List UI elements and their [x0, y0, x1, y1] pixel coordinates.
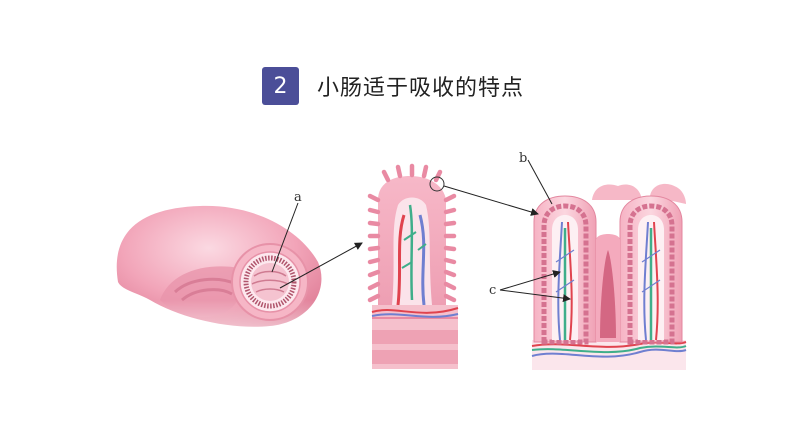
- section-number-badge: 2: [262, 67, 299, 105]
- mucosal-fold-illustration: [367, 163, 459, 369]
- label-a: a: [294, 190, 302, 205]
- villi-closeup-illustration: [531, 183, 687, 370]
- section-header: 2 小肠适于吸收的特点: [262, 66, 524, 106]
- annotation-lines: [271, 159, 571, 303]
- intestine-tube-illustration: [100, 205, 340, 350]
- label-c: c: [489, 283, 496, 298]
- section-title: 小肠适于吸收的特点: [317, 76, 525, 101]
- label-b: b: [519, 151, 527, 166]
